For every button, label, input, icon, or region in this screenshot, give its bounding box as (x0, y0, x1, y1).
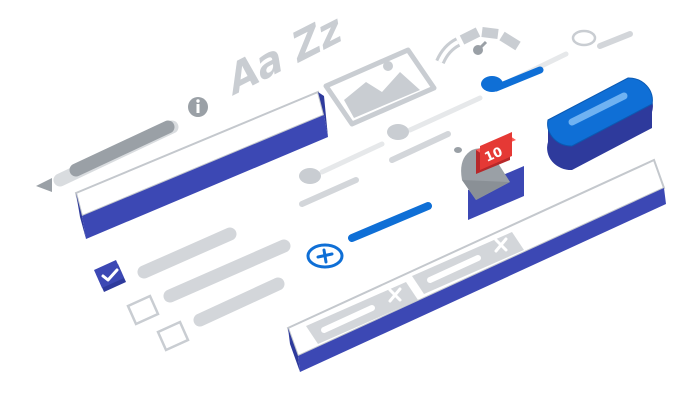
checklist-label-placeholder (137, 227, 237, 279)
badge-face (480, 132, 512, 170)
slider-handle[interactable] (299, 168, 321, 184)
text-field-side-left (76, 193, 86, 239)
add-item-placeholder (348, 202, 432, 242)
typography-sample-zz: Zz (290, 2, 344, 74)
tag-chip-2[interactable] (412, 232, 524, 294)
info-icon[interactable] (188, 97, 208, 117)
primary-button[interactable] (547, 77, 653, 171)
slider-bottom[interactable] (299, 141, 385, 207)
checklist-item-1[interactable] (94, 227, 237, 292)
image-icon (323, 47, 437, 127)
checklist-label-placeholder (163, 239, 291, 303)
checklist-item-3[interactable] (156, 277, 285, 352)
radio-option-top[interactable] (571, 29, 633, 49)
slider-middle[interactable] (387, 95, 483, 163)
slider-track (319, 141, 385, 175)
slider-label-placeholder (389, 131, 451, 163)
checkbox-unchecked[interactable] (126, 294, 160, 326)
checklist (94, 227, 291, 352)
check-icon (101, 268, 119, 282)
close-icon[interactable] (388, 287, 402, 303)
notification-badge: 10 (476, 132, 516, 174)
slider-handle[interactable] (481, 76, 503, 92)
checklist-item-2[interactable] (126, 239, 291, 326)
caption-pill-dark (69, 120, 175, 177)
tag-input-side-front (298, 188, 666, 372)
tag-input-side-left (288, 328, 300, 372)
close-icon[interactable] (494, 237, 508, 253)
tag-label-placeholder (321, 305, 375, 333)
typography-sample-aa: Aa (226, 31, 285, 106)
text-field-slab[interactable] (74, 90, 328, 239)
caption-pointer (36, 178, 52, 192)
checkbox-checked[interactable] (94, 260, 124, 288)
checkbox-unchecked[interactable] (156, 320, 190, 352)
add-row[interactable] (306, 202, 432, 269)
tag-chip-1[interactable] (306, 282, 418, 344)
tooltip-caption (36, 120, 179, 192)
slider-label-placeholder (299, 177, 359, 207)
checklist-label-placeholder (193, 277, 285, 327)
tag-input-slab[interactable] (286, 158, 666, 372)
radio-label-placeholder (597, 31, 633, 49)
text-field-side-front (82, 115, 328, 239)
gauge-icon (435, 27, 521, 65)
slider-top[interactable] (481, 51, 569, 92)
notification-badge-count: 10 (483, 145, 506, 166)
bell-base (468, 166, 524, 220)
slider-handle[interactable] (387, 124, 409, 140)
tag-label-placeholder (427, 255, 481, 283)
radio-button[interactable] (571, 29, 597, 47)
notification-bell[interactable] (454, 147, 524, 220)
slider-track (407, 95, 483, 133)
typography-specimen: Aa Zz (226, 2, 344, 106)
slider-fill (492, 66, 544, 92)
button-label-placeholder (568, 92, 628, 126)
